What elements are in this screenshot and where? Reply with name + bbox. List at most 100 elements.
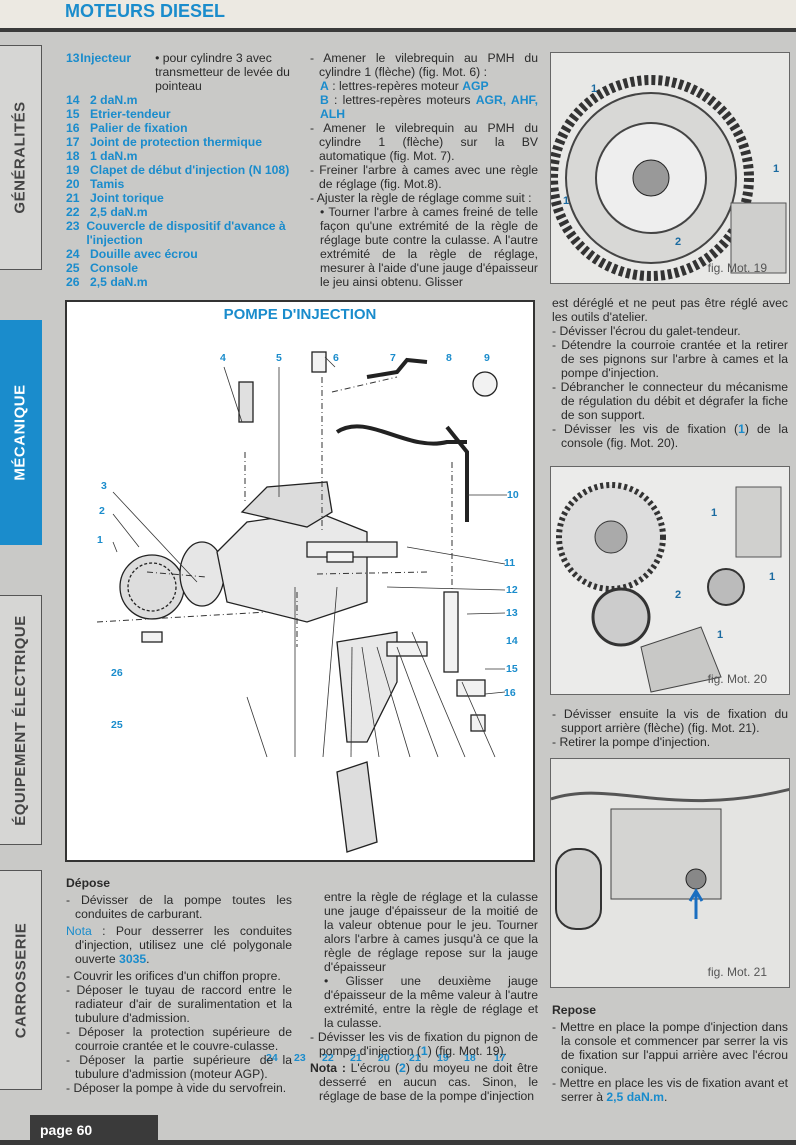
part-label: 2,5 daN.m — [90, 275, 148, 289]
part-callout: 5 — [276, 352, 282, 364]
part-callout: 13 — [506, 607, 518, 619]
text: - Dévisser les vis de fixation ( — [552, 422, 739, 436]
part-label: Console — [90, 261, 139, 275]
part-label: 1 daN.m — [90, 149, 138, 163]
part-label: Couvercle de dispositif d'avance à l'inj… — [86, 219, 286, 247]
text: . — [663, 1090, 668, 1104]
callout: 2 — [675, 589, 682, 601]
text: . — [146, 952, 150, 966]
arrow-icon — [688, 888, 704, 919]
part-callout: 24 — [266, 1052, 278, 1064]
part-label: Joint torique — [90, 191, 164, 205]
injection-pump-console-photo — [551, 467, 789, 694]
part-callout: 26 — [111, 667, 123, 679]
paragraph: - Amener le vilebrequin au PMH du cylind… — [310, 51, 538, 79]
part-callout: 22 — [322, 1052, 334, 1064]
tab-mecanique[interactable]: MÉCANIQUE — [0, 320, 42, 545]
figure-mot-19: 1 1 1 2 fig. Mot. 19 — [550, 52, 790, 284]
part-callout: 21 — [409, 1052, 421, 1064]
part-callout: 6 — [333, 352, 339, 364]
paragraph: - Dévisser les vis de fixation (1) de la… — [552, 422, 788, 450]
part-callout: 7 — [390, 352, 396, 364]
legend-body: 2,5 daN.m — [90, 205, 148, 219]
callout: 1 — [769, 571, 776, 583]
part-number: 16 — [66, 121, 80, 135]
part-number: 18 — [66, 149, 80, 163]
depose-section: Dépose - Dévisser de la pompe toutes les… — [66, 876, 292, 1095]
legend-body: Clapet de début d'injection (N 108) — [90, 163, 289, 177]
section-title: MOTEURS DIESEL — [65, 1, 226, 21]
paragraph: • Glisser une deuxième jauge d'épaisseur… — [324, 974, 538, 1030]
text: L'écrou ( — [345, 1061, 400, 1075]
part-note: • pour cylindre 3 avec transmetteur de l… — [155, 51, 290, 93]
legend-body: Tamis — [90, 177, 124, 191]
paragraph: - Ajuster la règle de réglage comme suit… — [310, 191, 532, 205]
nota-label: Nota — [66, 924, 92, 938]
legend-body: Palier de fixation — [90, 121, 188, 135]
part-callout: 25 — [111, 719, 123, 731]
tab-label: MÉCANIQUE — [12, 384, 30, 481]
page-number: page 60 — [30, 1115, 158, 1143]
column-3-top: est déréglé et ne peut pas être réglé av… — [552, 296, 788, 450]
callout: 1 — [711, 507, 718, 519]
part-label: Douille avec écrou — [90, 247, 198, 261]
part-callout: 3 — [101, 480, 107, 492]
exploded-view-drawing — [96, 351, 507, 853]
part-label: Joint de protection thermique — [90, 135, 262, 149]
paragraph: entre la règle de réglage et la culasse … — [324, 890, 538, 974]
tab-label: GÉNÉRALITÉS — [12, 101, 29, 214]
legend-body: 2 daN.m — [90, 93, 137, 107]
part-number: 13 — [66, 51, 80, 65]
part-callout: 18 — [464, 1052, 476, 1064]
tab-label: ÉQUIPEMENT ÉLECTRIQUE — [12, 614, 29, 826]
ref-number: 1 — [420, 1044, 428, 1058]
text: : Pour desserrer les conduites d'injecti… — [75, 924, 292, 966]
figure-caption: fig. Mot. 19 — [707, 261, 767, 275]
torque-value: 2,5 daN.m — [606, 1090, 664, 1104]
engine-code: AGP — [462, 79, 489, 93]
ref-number: 2 — [399, 1061, 406, 1075]
part-number: 21 — [66, 191, 80, 205]
section-heading: Dépose — [66, 876, 111, 890]
legend-body: Douille avec écrou — [90, 247, 198, 261]
legend-body: Etrier-tendeur — [90, 107, 171, 121]
tab-carrosserie[interactable]: CARROSSERIE — [0, 870, 42, 1090]
tab-equipement-electrique[interactable]: ÉQUIPEMENT ÉLECTRIQUE — [0, 595, 42, 845]
part-number: 26 — [66, 275, 80, 289]
tab-generalites[interactable]: GÉNÉRALITÉS — [0, 45, 42, 270]
paragraph: est déréglé et ne peut pas être réglé av… — [552, 296, 788, 324]
section-heading: Repose — [552, 1003, 597, 1017]
paragraph: - Déposer le tuyau de raccord entre le r… — [66, 983, 292, 1025]
ref-letter: B — [320, 93, 329, 107]
paragraph: - Déposer la partie supérieure de la tub… — [66, 1053, 292, 1081]
figure-mot-20: 1 1 2 1 fig. Mot. 20 — [550, 466, 790, 695]
text: ) du moyeu ne doit être desserré en aucu… — [319, 1061, 538, 1103]
paragraph: - Dévisser l'écrou du galet-tendeur. — [552, 324, 741, 338]
text: : lettres-repères moteur — [328, 79, 463, 93]
text: ) de la console (fig. Mot. 20). — [561, 422, 788, 450]
legend-body: Console — [90, 261, 138, 275]
part-callout: 21 — [350, 1052, 362, 1064]
paragraph: - Amener le vilebrequin au PMH du cylind… — [310, 121, 538, 163]
legend-item: 26 2,5 daN.m — [66, 275, 306, 289]
paragraph: - Mettre en place la pompe d'injection d… — [552, 1020, 788, 1076]
paragraph: - Déposer la protection supérieure de co… — [66, 1025, 292, 1053]
part-callout: 16 — [504, 687, 516, 699]
camshaft-gear-photo — [551, 53, 789, 283]
column-2-bottom: entre la règle de réglage et la culasse … — [310, 890, 538, 1103]
part-callout: 20 — [378, 1052, 390, 1064]
part-label: Palier de fixation — [90, 121, 188, 135]
text: : lettres-repères moteurs — [328, 93, 476, 107]
part-callout: 4 — [220, 352, 226, 364]
paragraph: • Tourner l'arbre à cames freiné de tell… — [320, 205, 538, 289]
